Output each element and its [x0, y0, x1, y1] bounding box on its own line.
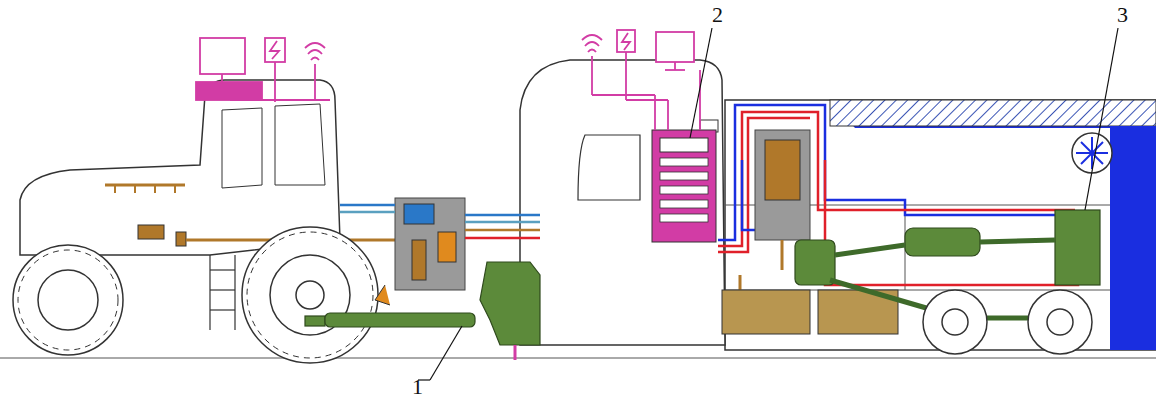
callout-number: 1 [412, 376, 423, 398]
callout-number: 2 [712, 4, 723, 26]
callout-number: 3 [1117, 4, 1128, 26]
